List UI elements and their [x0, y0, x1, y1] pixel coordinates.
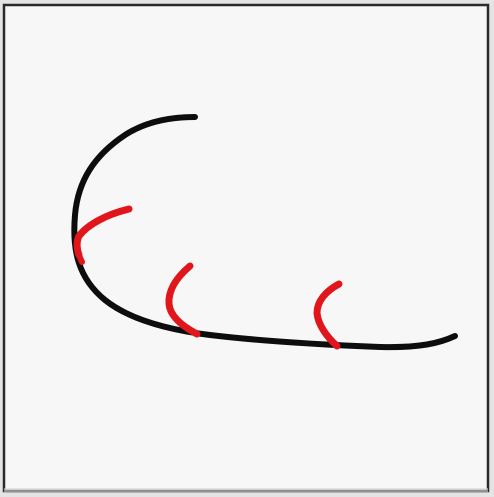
red-mark-4: [79, 255, 82, 262]
scan-edge-shadow: [4, 488, 488, 492]
